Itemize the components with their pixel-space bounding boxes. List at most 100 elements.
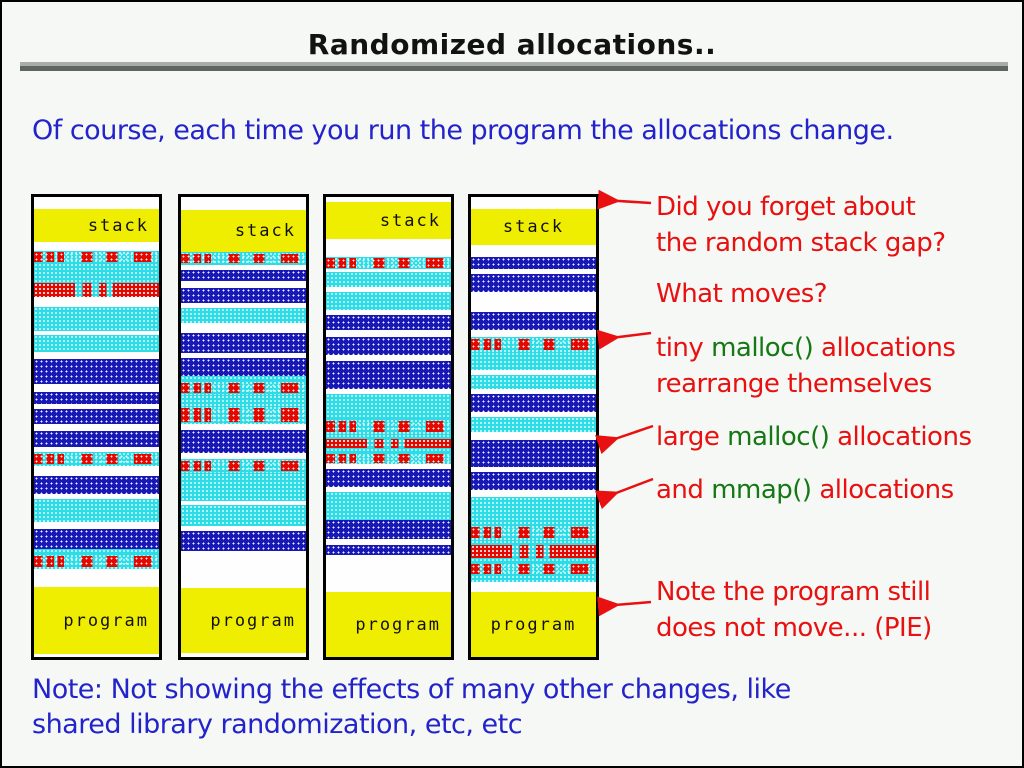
memory-segment	[471, 269, 596, 274]
memory-segment	[471, 490, 596, 497]
segment-label: program	[490, 614, 577, 635]
memory-segment	[181, 551, 306, 588]
memory-segment	[34, 392, 159, 404]
memory-segment	[34, 307, 159, 331]
memory-segment	[471, 370, 596, 375]
slide-title: Randomized allocations..	[307, 28, 717, 61]
memory-segment	[181, 424, 306, 430]
memory-segment	[181, 252, 306, 265]
memory-segment	[181, 395, 306, 406]
memory-segment	[181, 459, 306, 473]
memory-segment	[471, 432, 596, 440]
memory-segment	[34, 197, 159, 209]
program-segment: program	[471, 592, 596, 657]
memory-segment	[34, 549, 159, 554]
intro-text: Of course, each time you run the program…	[32, 115, 894, 146]
memory-segment	[471, 330, 596, 337]
memory-segment	[471, 657, 596, 660]
memory-segment	[326, 539, 451, 545]
segment-label: program	[63, 610, 149, 631]
memory-segment	[34, 424, 159, 431]
memory-segment	[326, 315, 451, 330]
memory-segment	[471, 197, 596, 209]
memory-segment	[34, 554, 159, 569]
memory-segment	[34, 431, 159, 447]
memory-segment	[326, 389, 451, 394]
program-segment: program	[34, 587, 159, 654]
memory-segment	[471, 394, 596, 412]
memory-segment	[326, 555, 451, 592]
memory-segment	[34, 466, 159, 476]
memory-segment	[181, 353, 306, 358]
memory-segment	[326, 545, 451, 555]
stack-segment: stack	[34, 209, 159, 242]
memory-segment	[181, 531, 306, 551]
memory-segment	[326, 287, 451, 292]
memory-segment	[326, 448, 451, 453]
footnote-line-2: shared library randomization, etc, etc	[32, 709, 523, 740]
memory-segment	[471, 472, 596, 490]
memory-segment	[181, 376, 306, 381]
memory-segment	[326, 272, 451, 287]
segment-label: program	[355, 614, 441, 635]
memory-segment	[34, 283, 159, 297]
title-divider-light	[20, 62, 1008, 66]
segment-label: stack	[234, 221, 296, 241]
stack-segment: stack	[181, 210, 306, 252]
memory-segment	[181, 501, 306, 505]
memory-segment	[471, 337, 596, 352]
memory-segment	[471, 440, 596, 467]
memory-segment	[34, 529, 159, 549]
memory-segment	[34, 297, 159, 307]
memory-segment	[181, 281, 306, 288]
memory-segment	[326, 355, 451, 361]
memory-column-run-4: stack program	[468, 194, 599, 660]
memory-segment	[326, 310, 451, 315]
memory-segment	[471, 417, 596, 432]
memory-segment	[471, 389, 596, 394]
memory-segment	[181, 270, 306, 281]
memory-segment	[471, 497, 596, 525]
memory-segment	[471, 582, 596, 592]
memory-segment	[326, 469, 451, 487]
memory-segment	[34, 242, 159, 251]
memory-segment	[326, 419, 451, 434]
memory-segment	[181, 303, 306, 308]
memory-segment	[181, 308, 306, 323]
memory-segment	[471, 352, 596, 370]
memory-segment	[181, 473, 306, 501]
memory-segment	[34, 331, 159, 335]
memory-segment	[471, 274, 596, 292]
memory-segment	[34, 447, 159, 452]
memory-segment	[34, 494, 159, 499]
memory-segment	[181, 526, 306, 531]
memory-segment	[326, 434, 451, 439]
memory-segment	[326, 492, 451, 520]
program-segment: program	[181, 588, 306, 653]
memory-segment	[326, 197, 451, 202]
memory-segment	[34, 499, 159, 522]
title-divider	[20, 62, 1008, 71]
memory-segment	[181, 381, 306, 395]
memory-segment	[34, 251, 159, 263]
memory-segment	[471, 525, 596, 540]
memory-segment	[34, 569, 159, 587]
title-divider-dark	[20, 66, 1008, 71]
memory-segment	[471, 545, 596, 558]
memory-segment	[181, 430, 306, 453]
memory-segment	[326, 292, 451, 310]
memory-segment	[34, 409, 159, 424]
memory-column-run-1: stack program	[31, 194, 162, 660]
memory-segment	[34, 335, 159, 352]
memory-segment	[34, 654, 159, 657]
program-segment: program	[326, 592, 451, 657]
memory-segment	[34, 359, 159, 384]
memory-column-run-2: stack program	[178, 194, 309, 660]
memory-segment	[326, 453, 451, 464]
memory-segment	[34, 384, 159, 392]
memory-segment	[181, 406, 306, 424]
memory-segment	[181, 323, 306, 333]
memory-segment	[326, 361, 451, 389]
stack-segment: stack	[471, 209, 596, 245]
